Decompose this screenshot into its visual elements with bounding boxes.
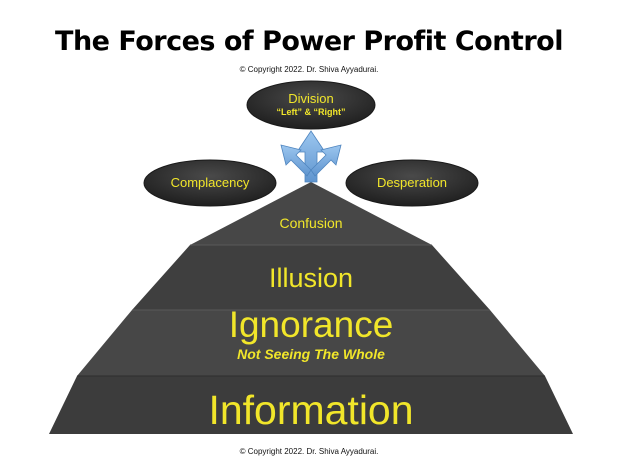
- page-title: The Forces of Power Profit Control: [55, 26, 563, 57]
- three-way-arrow-icon: [280, 130, 342, 183]
- information-label: Information: [208, 387, 414, 433]
- desperation-label: Desperation: [376, 175, 448, 190]
- tier-confusion: [190, 182, 432, 245]
- tier-ignorance: [77, 310, 545, 376]
- ignorance-label: Ignorance: [228, 304, 394, 345]
- ignorance-sublabel: Not Seeing The Whole: [237, 346, 385, 362]
- complacency-label: Complacency: [170, 175, 250, 190]
- division-label: Division: [288, 91, 334, 106]
- illusion-label: Illusion: [268, 263, 354, 293]
- tier-illusion: [132, 245, 490, 310]
- tier-information: [49, 376, 573, 434]
- division-ellipse: [246, 80, 376, 130]
- desperation-ellipse: [345, 159, 479, 207]
- division-sublabel: “Left” & “Right”: [276, 107, 346, 117]
- complacency-ellipse: [143, 159, 277, 207]
- copyright-top: © Copyright 2022. Dr. Shiva Ayyadurai.: [239, 65, 379, 74]
- copyright-bottom: © Copyright 2022. Dr. Shiva Ayyadurai.: [239, 447, 379, 456]
- confusion-label: Confusion: [279, 215, 343, 231]
